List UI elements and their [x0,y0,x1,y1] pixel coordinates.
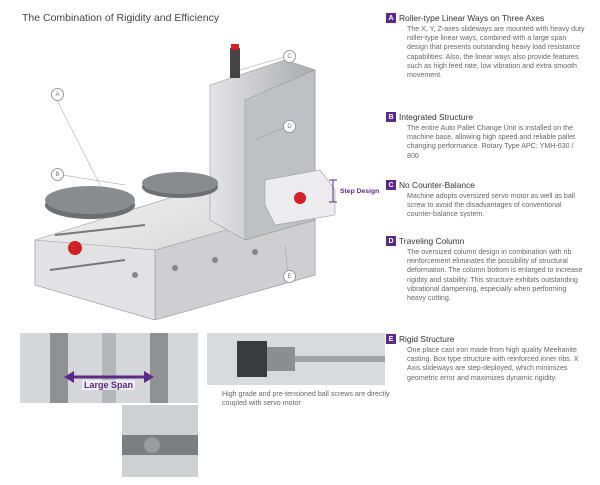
badge-c: C [386,180,396,190]
feature-b: B Integrated Structure The entire Auto P… [386,112,586,161]
feature-d-body: The oversized column design in combinati… [407,248,583,303]
feature-d: D Traveling Column The oversized column … [386,236,586,303]
callout-b: B [51,168,64,181]
feature-e-heading: Rigid Structure [399,334,455,344]
callout-c: C [283,50,296,63]
feature-c-body: Machine adopts oversized servo motor as … [407,192,575,219]
callout-e: E [283,270,296,283]
callout-a: A [51,88,64,101]
large-span-photo [20,333,198,403]
feature-b-heading: Integrated Structure [399,112,474,122]
badge-b: B [386,112,396,122]
feature-c: C No Counter-Balance Machine adopts over… [386,180,586,220]
feature-a-heading: Roller-type Linear Ways on Three Axes [399,13,545,23]
large-span-label: Large Span [82,380,136,390]
feature-c-heading: No Counter-Balance [399,180,475,190]
feature-e-body: One place cast iron made from high quali… [407,346,579,382]
badge-d: D [386,236,396,246]
badge-a: A [386,13,396,23]
machine-illustration [34,44,337,320]
feature-b-body: The entire Auto Pallet Change Unit is in… [407,124,575,160]
callout-d: D [283,120,296,133]
feature-e: E Rigid Structure One place cast iron ma… [386,334,586,383]
linear-way-photo [122,405,198,477]
feature-a-body: The X, Y, Z-axes slideways are mounted w… [407,25,585,80]
badge-e: E [386,334,396,344]
step-design-label: Step Design [340,188,380,195]
ballscrew-photo [207,333,385,385]
page-title: The Combination of Rigidity and Efficien… [22,12,220,24]
ballscrew-caption: High grade and pre-tensioned ball screws… [222,390,390,408]
feature-d-heading: Traveling Column [399,236,465,246]
feature-a: A Roller-type Linear Ways on Three Axes … [386,13,586,80]
